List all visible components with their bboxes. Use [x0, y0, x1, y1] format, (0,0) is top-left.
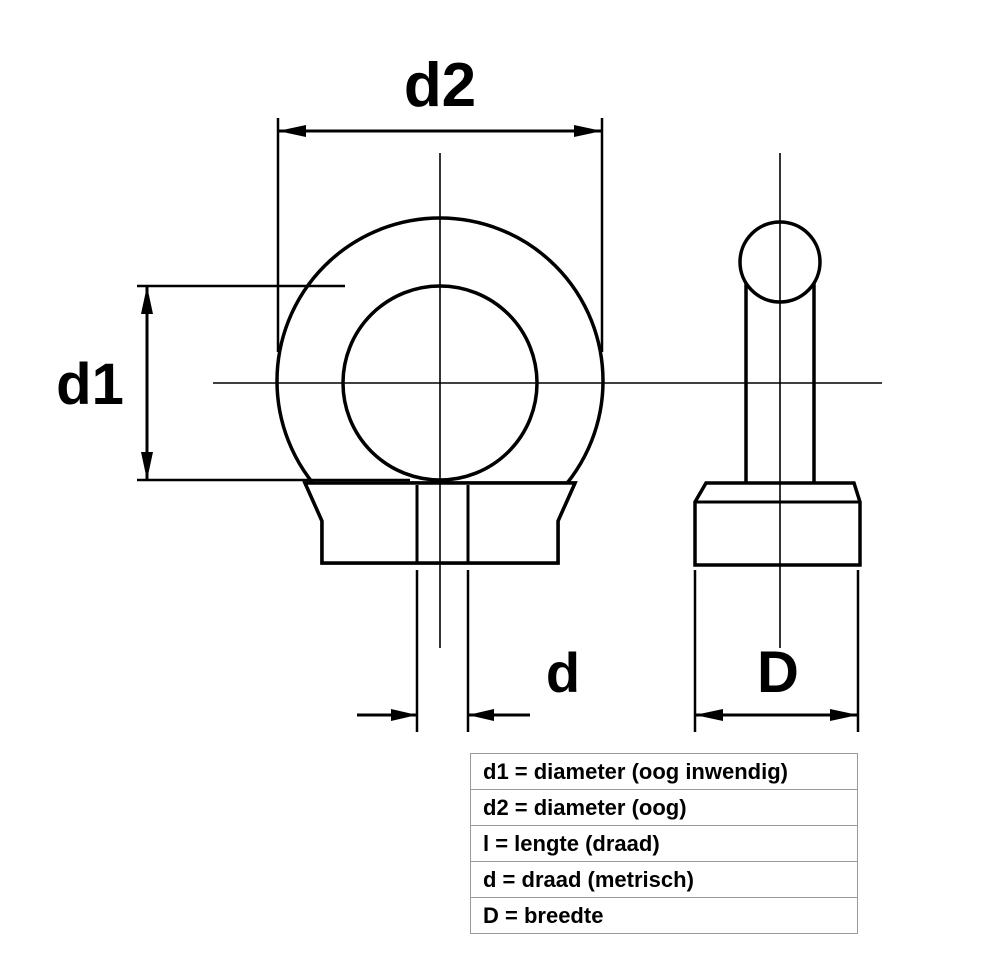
- dimension-d1: d1: [56, 284, 410, 482]
- d2-label: d2: [404, 51, 476, 120]
- D-arrow-left-icon: [695, 709, 723, 721]
- side-view: [693, 220, 862, 567]
- d1-arrow-top-icon: [141, 286, 153, 314]
- dimension-d: d: [357, 570, 580, 732]
- legend-row-D: D = breedte: [471, 897, 857, 933]
- nut-body-side: [693, 481, 862, 567]
- dimension-d2: d2: [276, 51, 604, 352]
- d2-arrow-left-icon: [278, 125, 306, 137]
- d-arrow-right-icon: [468, 709, 494, 721]
- centerlines: [213, 153, 882, 648]
- legend-row-d1: d1 = diameter (oog inwendig): [483, 759, 788, 784]
- D-arrow-right-icon: [830, 709, 858, 721]
- legend-row-d: d = draad (metrisch): [471, 861, 857, 897]
- d-arrow-left-icon: [391, 709, 417, 721]
- d-label: d: [546, 641, 580, 704]
- dimension-D: D: [693, 570, 860, 732]
- d1-arrow-bottom-icon: [141, 452, 153, 480]
- legend-row-d2: d2 = diameter (oog): [471, 789, 857, 825]
- d1-label: d1: [56, 352, 124, 417]
- legend-table: d1 = diameter (oog inwendig) d2 = diamet…: [470, 753, 858, 934]
- D-label: D: [757, 640, 799, 705]
- d2-arrow-right-icon: [574, 125, 602, 137]
- legend-row-l: l = lengte (draad): [471, 825, 857, 861]
